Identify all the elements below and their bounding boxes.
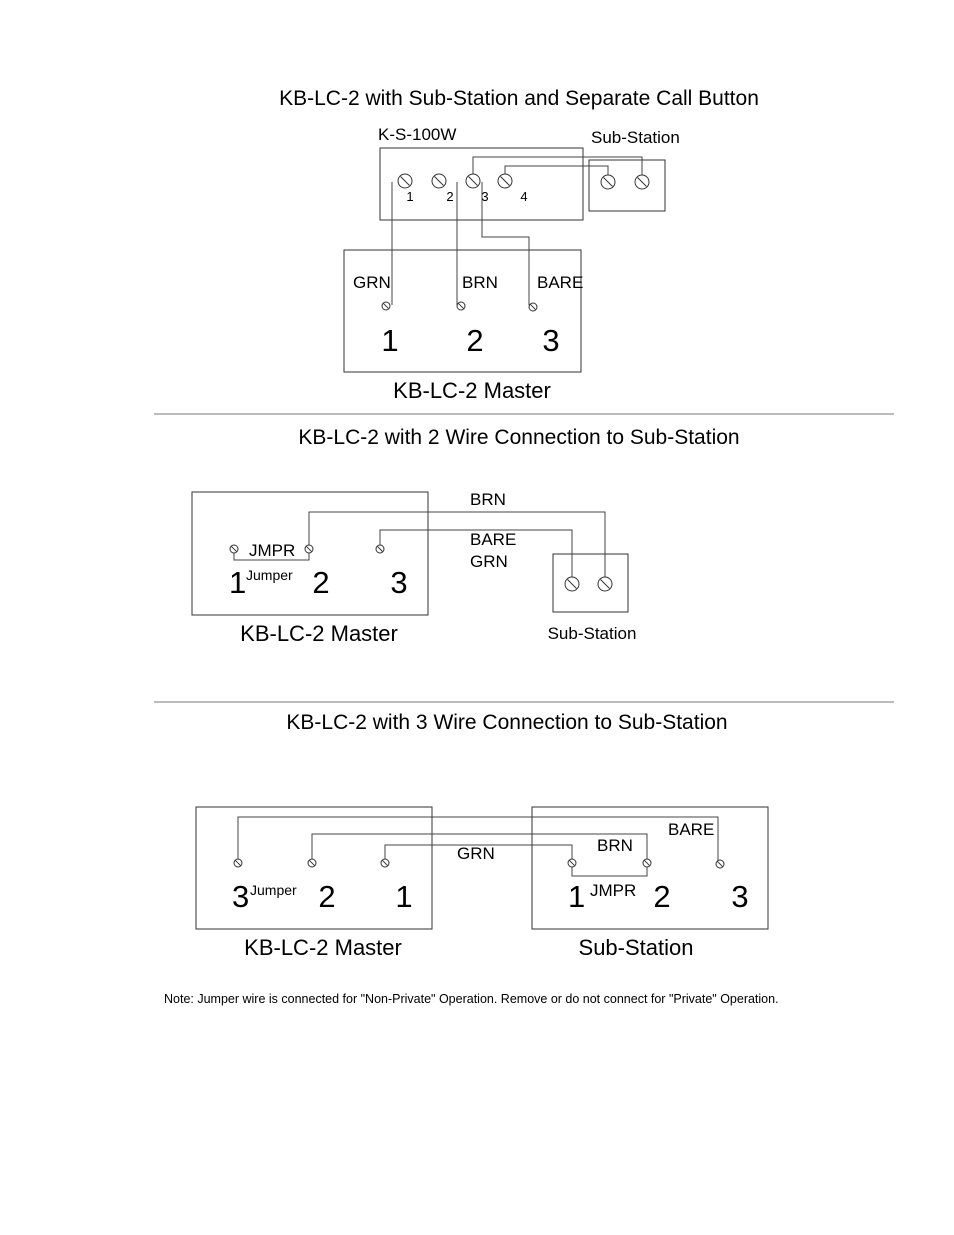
substation-terminal-number: 1 [568, 879, 585, 914]
section-1: KB-LC-2 with Sub-Station and Separate Ca… [279, 87, 759, 403]
wire-sub-b [504, 165, 609, 182]
jumper-label: Jumper [246, 567, 293, 583]
section-2: KB-LC-2 with 2 Wire Connection to Sub-St… [191, 426, 740, 646]
substation-label-2: Sub-Station [548, 624, 637, 643]
section-2-title: KB-LC-2 with 2 Wire Connection to Sub-St… [298, 426, 739, 449]
master-box-2 [191, 491, 429, 616]
wire-bare-1 [481, 182, 530, 305]
section-3: KB-LC-2 with 3 Wire Connection to Sub-St… [195, 711, 769, 960]
substation-box-3 [531, 806, 769, 930]
jumper-label: Jumper [250, 882, 297, 898]
master-label-2: KB-LC-2 Master [240, 621, 398, 646]
substation-box-2 [552, 553, 629, 613]
jumper-wire-2 [233, 549, 310, 561]
ks-terminal-label: 2 [446, 189, 453, 204]
sub-jmpr-label: JMPR [590, 881, 636, 900]
master-box-1 [343, 249, 582, 373]
wire-label: BRN [470, 490, 506, 509]
master-label-1: KB-LC-2 Master [393, 378, 551, 403]
master-terminal-screw-icon [380, 858, 390, 868]
jmpr-label: JMPR [249, 541, 295, 560]
substation-terminal-screw-icon [564, 576, 580, 592]
substation-label-1: Sub-Station [591, 128, 680, 147]
wire-label: BARE [668, 820, 714, 839]
master-terminal-number: 2 [312, 565, 329, 600]
wire-bare-3 [237, 816, 719, 863]
substation-terminal-number: 3 [731, 879, 748, 914]
ks-terminal-3-screw-icon [465, 173, 481, 189]
master-terminal-number: 1 [381, 323, 398, 358]
master-terminal-number: 2 [466, 323, 483, 358]
jumper-wire-3 [571, 863, 648, 877]
master-terminal-screw-icon [528, 302, 538, 312]
ks-terminal-1-screw-icon [397, 173, 413, 189]
master-terminal-screw-icon [233, 858, 243, 868]
section-3-title: KB-LC-2 with 3 Wire Connection to Sub-St… [286, 711, 727, 734]
master-box-3 [195, 806, 433, 930]
master-terminal-screw-icon [381, 301, 391, 311]
wire-bare-grn-2 [379, 529, 573, 580]
substation-terminal-screw-icon [642, 858, 652, 868]
ks-100w-label: K-S-100W [378, 125, 456, 144]
wire-label: BARE [537, 273, 583, 292]
ks-terminal-label: 3 [481, 189, 488, 204]
substation-terminal-screw-icon [715, 859, 725, 869]
master-terminal-screw-icon [229, 544, 239, 554]
substation-terminal-screw-icon [634, 174, 650, 190]
master-terminal-screw-icon [307, 858, 317, 868]
master-terminal-number: 2 [318, 879, 335, 914]
wire-label: BRN [462, 273, 498, 292]
master-label-3: KB-LC-2 Master [244, 935, 402, 960]
substation-box-1 [588, 159, 666, 212]
section-1-title: KB-LC-2 with Sub-Station and Separate Ca… [279, 87, 759, 110]
ks-terminal-2-screw-icon [431, 173, 447, 189]
wire-grn-3 [384, 844, 573, 863]
master-terminal-screw-icon [456, 301, 466, 311]
wire-label: GRN [353, 273, 391, 292]
wire-label: GRN [457, 844, 495, 863]
wire-label: BARE [470, 530, 516, 549]
wire-label: BRN [597, 836, 633, 855]
master-terminal-screw-icon [304, 544, 314, 554]
wire-sub-a [472, 156, 643, 182]
master-terminal-number: 3 [390, 565, 407, 600]
wire-brn-3 [311, 833, 648, 863]
wire-brn-2 [308, 511, 606, 580]
master-terminal-number: 1 [229, 565, 246, 600]
master-terminal-number: 3 [542, 323, 559, 358]
ks-terminal-label: 4 [520, 189, 527, 204]
substation-terminal-screw-icon [567, 858, 577, 868]
substation-label-3: Sub-Station [579, 935, 694, 960]
jumper-note: Note: Jumper wire is connected for "Non-… [164, 992, 779, 1006]
master-terminal-number: 1 [395, 879, 412, 914]
wire-label: GRN [470, 552, 508, 571]
substation-terminal-screw-icon [597, 576, 613, 592]
ks-terminal-label: 1 [406, 189, 413, 204]
master-terminal-number: 3 [232, 879, 249, 914]
master-terminal-screw-icon [375, 544, 385, 554]
ks-terminal-4-screw-icon [497, 173, 513, 189]
substation-terminal-number: 2 [653, 879, 670, 914]
substation-terminal-screw-icon [600, 174, 616, 190]
